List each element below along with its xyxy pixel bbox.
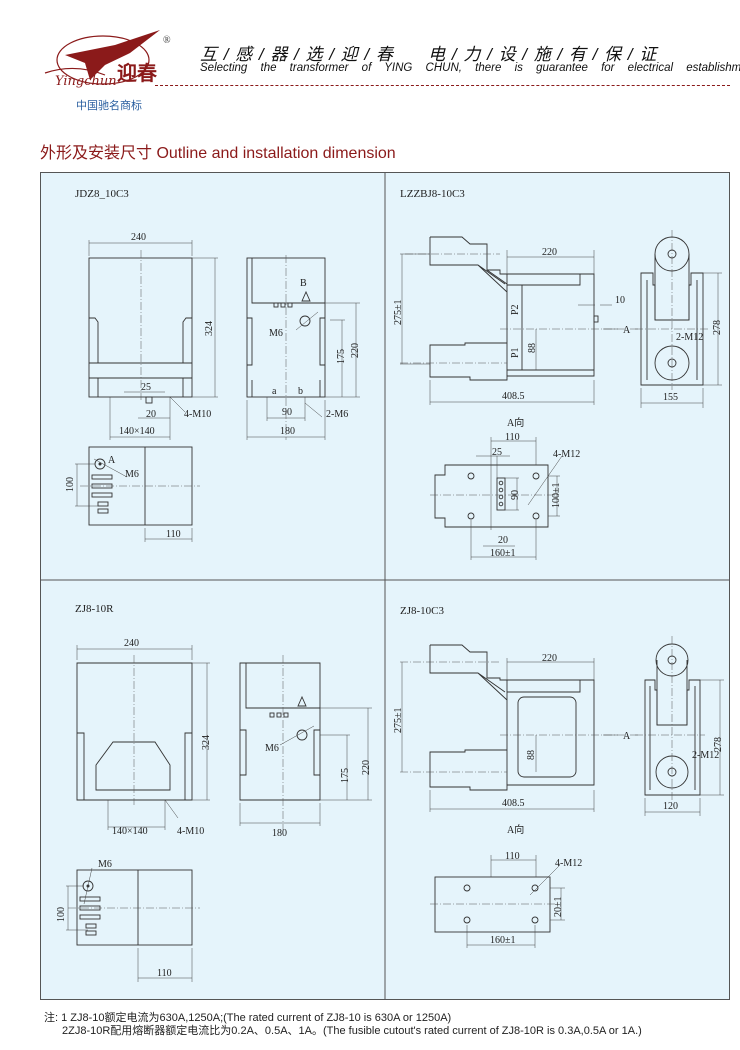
dimension-label: 110 [505,432,520,443]
dimension-label: 220 [542,247,557,258]
dimension-label: 408.5 [502,391,525,402]
dimension-label: M6 [269,328,283,339]
slogan-chinese: 互 / 感 / 器 / 选 / 迎 / 春 电 / 力 / 设 / 施 / 有 … [200,45,658,64]
dimension-label: 2-M6 [326,409,348,420]
dimension-label: 160±1 [490,548,516,559]
dimension-label: 160±1 [490,935,516,946]
dimension-label: 90 [510,490,521,500]
dimension-label: 25 [141,382,151,393]
dimension-label: 10 [615,295,625,306]
dimension-label: P1 [510,347,521,358]
footnotes: 注: 1 ZJ8-10额定电流为630A,1250A;(The rated cu… [44,1012,642,1038]
dimension-label: 240 [124,638,139,649]
dimension-label: 88 [526,750,537,760]
dimension-label: Yingchun [55,74,117,89]
dimension-label: M6 [98,859,112,870]
dimension-label: M6 [265,743,279,754]
dimension-label: 180 [272,828,287,839]
dimension-label: 175 [336,349,347,364]
dimension-label: 110 [505,851,520,862]
dimension-label: 275±1 [393,708,404,734]
dimension-label: 100 [56,907,67,922]
dimension-label: 140×140 [119,426,155,437]
dimension-label: P2 [510,304,521,315]
dimension-label: 90 [282,407,292,418]
swallow-logo-icon: Yingchun 迎春 ® [44,30,171,89]
dimension-label: 100 [65,477,76,492]
dimension-label: b [298,386,303,397]
dimension-label: 140×140 [112,826,148,837]
dimension-label: M6 [125,469,139,480]
dimension-label: 324 [201,735,212,750]
dimension-label: 100±1 [551,483,562,509]
panel-zj8-10c3: ZJ8-10C3 220 275±1 88 A 408.5 278 2-M12 … [393,605,724,948]
dimension-label: 25 [492,447,502,458]
dimension-label: a [272,386,277,397]
dimension-label: 2-M12 [676,332,703,343]
dimension-label: A向 [507,416,524,429]
brand-logo: Yingchun 迎春 ® [35,25,185,100]
panel-title: ZJ8-10C3 [400,605,445,617]
dimension-label: A [623,325,631,336]
dimension-label: 220 [361,760,372,775]
panel-title: ZJ8-10R [75,603,114,615]
panel-jdz8-10c3: JDZ8_10C3 240 324 25 20 140×140 4-M10 B … [65,188,361,542]
dimension-label: 迎春 [117,61,158,85]
panel-zj8-10r: ZJ8-10R 240 324 140×140 4-M10 M6 175 220… [56,603,372,982]
dimension-label: 275±1 [393,300,404,326]
dimension-label: 110 [157,968,172,979]
dimension-label: 4-M10 [184,409,211,420]
dimension-label: 155 [663,392,678,403]
dimension-label: 220 [542,653,557,664]
dimension-label: 220 [350,343,361,358]
dimension-label: 4-M12 [553,449,580,460]
panel-title: LZZBJ8-10C3 [400,188,465,200]
dimension-label: 20±1 [553,897,564,918]
dimension-label: 240 [131,232,146,243]
dimension-label: 20 [498,535,508,546]
section-title: 外形及安装尺寸 Outline and installation dimensi… [40,145,396,162]
dimension-label: B [300,278,307,289]
dimension-label: 278 [713,737,724,752]
dimension-label: 175 [340,768,351,783]
trademark-note: 中国驰名商标 [76,100,142,112]
dimension-label: 324 [204,321,215,336]
slogan-english: Selecting the transformer of YING CHUN, … [200,62,740,74]
dimension-label: 4-M12 [555,858,582,869]
footnote-2: 2ZJ8-10R配用熔断器额定电流比为0.2A、0.5A、1A。(The fus… [62,1025,642,1037]
dimension-label: A [623,731,631,742]
dimension-label: 110 [166,529,181,540]
dimension-label: 408.5 [502,798,525,809]
panel-lzzbj8-10c3: LZZBJ8-10C3 220 275±1 P2 P1 88 10 A 408.… [393,188,723,560]
dimension-label: 4-M10 [177,826,204,837]
header-divider [155,85,730,86]
dimension-label: ® [163,35,171,46]
dimension-label: A向 [507,823,524,836]
panel-title: JDZ8_10C3 [75,188,129,200]
dimension-label: A [108,455,116,466]
dimension-label: 20 [146,409,156,420]
dimension-label: 278 [712,320,723,335]
footnote-1: 注: 1 ZJ8-10额定电流为630A,1250A;(The rated cu… [44,1012,452,1024]
dimension-label: 2-M12 [692,750,719,761]
dimension-label: 180 [280,426,295,437]
dimension-label: 88 [527,343,538,353]
dimension-label: 120 [663,801,678,812]
